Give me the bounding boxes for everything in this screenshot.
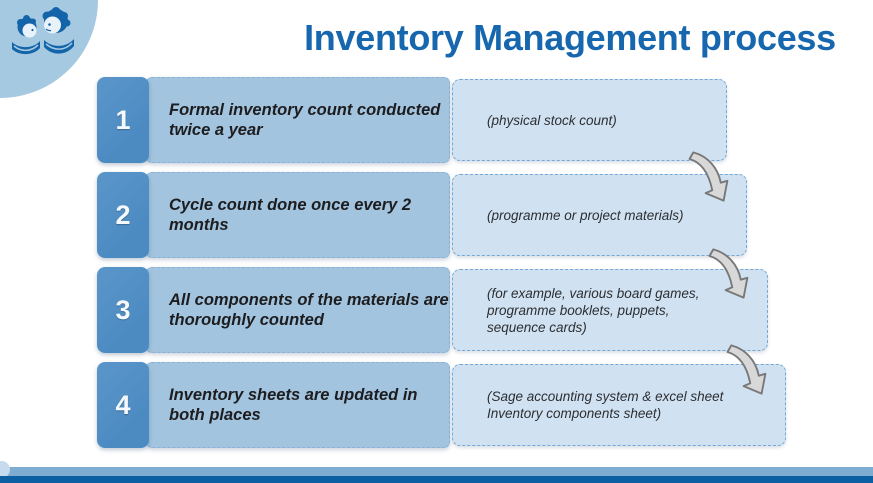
footer-light-bar <box>0 467 873 476</box>
process-step-1: 1 Formal inventory count conducted twice… <box>0 77 873 163</box>
step-description: Inventory sheets are updated in both pla… <box>169 386 418 424</box>
children-reading-logo-icon <box>12 7 74 55</box>
footer-corner-dot <box>0 461 10 478</box>
curved-arrow-down-icon <box>726 344 767 395</box>
step-detail-box: (physical stock count) <box>452 79 727 161</box>
step-detail-box: (for example, various board games, progr… <box>452 269 768 351</box>
step-detail: (physical stock count) <box>487 112 617 128</box>
step-number-badge: 1 <box>97 77 149 163</box>
step-description: All components of the materials are thor… <box>169 291 449 329</box>
step-detail-box: (Sage accounting system & excel sheet In… <box>452 364 786 446</box>
step-description-box: All components of the materials are thor… <box>146 267 450 353</box>
step-detail-box: (programme or project materials) <box>452 174 747 256</box>
step-number: 4 <box>115 389 131 420</box>
slide-title: Inventory Management process <box>304 17 836 58</box>
step-detail: (Sage accounting system & excel sheet In… <box>487 389 724 421</box>
step-number: 1 <box>115 104 131 135</box>
process-step-3: 3 All components of the materials are th… <box>0 267 873 353</box>
step-number: 2 <box>115 199 131 230</box>
step-number-badge: 4 <box>97 362 149 448</box>
curved-arrow-down-icon <box>688 151 729 202</box>
process-step-2: 2 Cycle count done once every 2 months (… <box>0 172 873 258</box>
step-description-box: Cycle count done once every 2 months <box>146 172 450 258</box>
step-description-box: Formal inventory count conducted twice a… <box>146 77 450 163</box>
step-number-badge: 2 <box>97 172 149 258</box>
step-detail: (programme or project materials) <box>487 207 684 223</box>
step-description: Formal inventory count conducted twice a… <box>169 101 441 139</box>
process-step-4: 4 Inventory sheets are updated in both p… <box>0 362 873 448</box>
step-number-badge: 3 <box>97 267 149 353</box>
curved-arrow-down-icon <box>708 248 749 299</box>
step-detail: (for example, various board games, progr… <box>487 285 700 335</box>
footer-dark-bar <box>0 476 873 483</box>
step-description-box: Inventory sheets are updated in both pla… <box>146 362 450 448</box>
step-description: Cycle count done once every 2 months <box>169 196 412 234</box>
step-number: 3 <box>115 294 131 325</box>
